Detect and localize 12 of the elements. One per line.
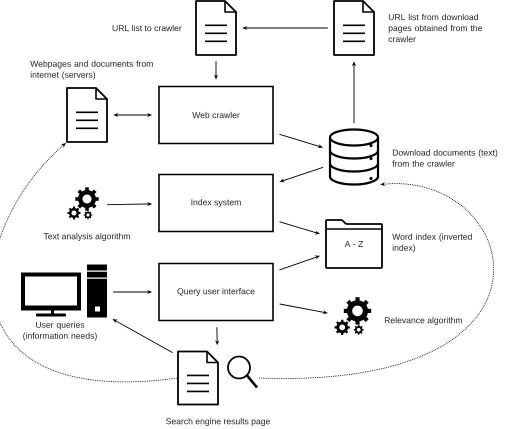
process-box: Web crawler — [158, 86, 274, 144]
icon-caption: URL list from download pages obtained from the crawler — [388, 14, 482, 42]
icon-caption: Word index (inverted index) — [392, 234, 472, 252]
process-box: Query user interface — [158, 262, 274, 322]
icon-caption: Search engine results page — [166, 418, 270, 426]
icon-caption: URL list to crawler — [112, 24, 182, 32]
icon-caption: Text analysis algorithm — [44, 233, 130, 241]
icon-caption: Webpages and documents from internet (servers) — [30, 60, 153, 80]
icon-caption: User queries (information needs) — [23, 322, 97, 340]
icon-caption: Download documents (text) from the crawler — [392, 149, 498, 167]
icon-caption: Relevance algorithm — [384, 317, 462, 325]
process-box: Index system — [158, 174, 274, 232]
